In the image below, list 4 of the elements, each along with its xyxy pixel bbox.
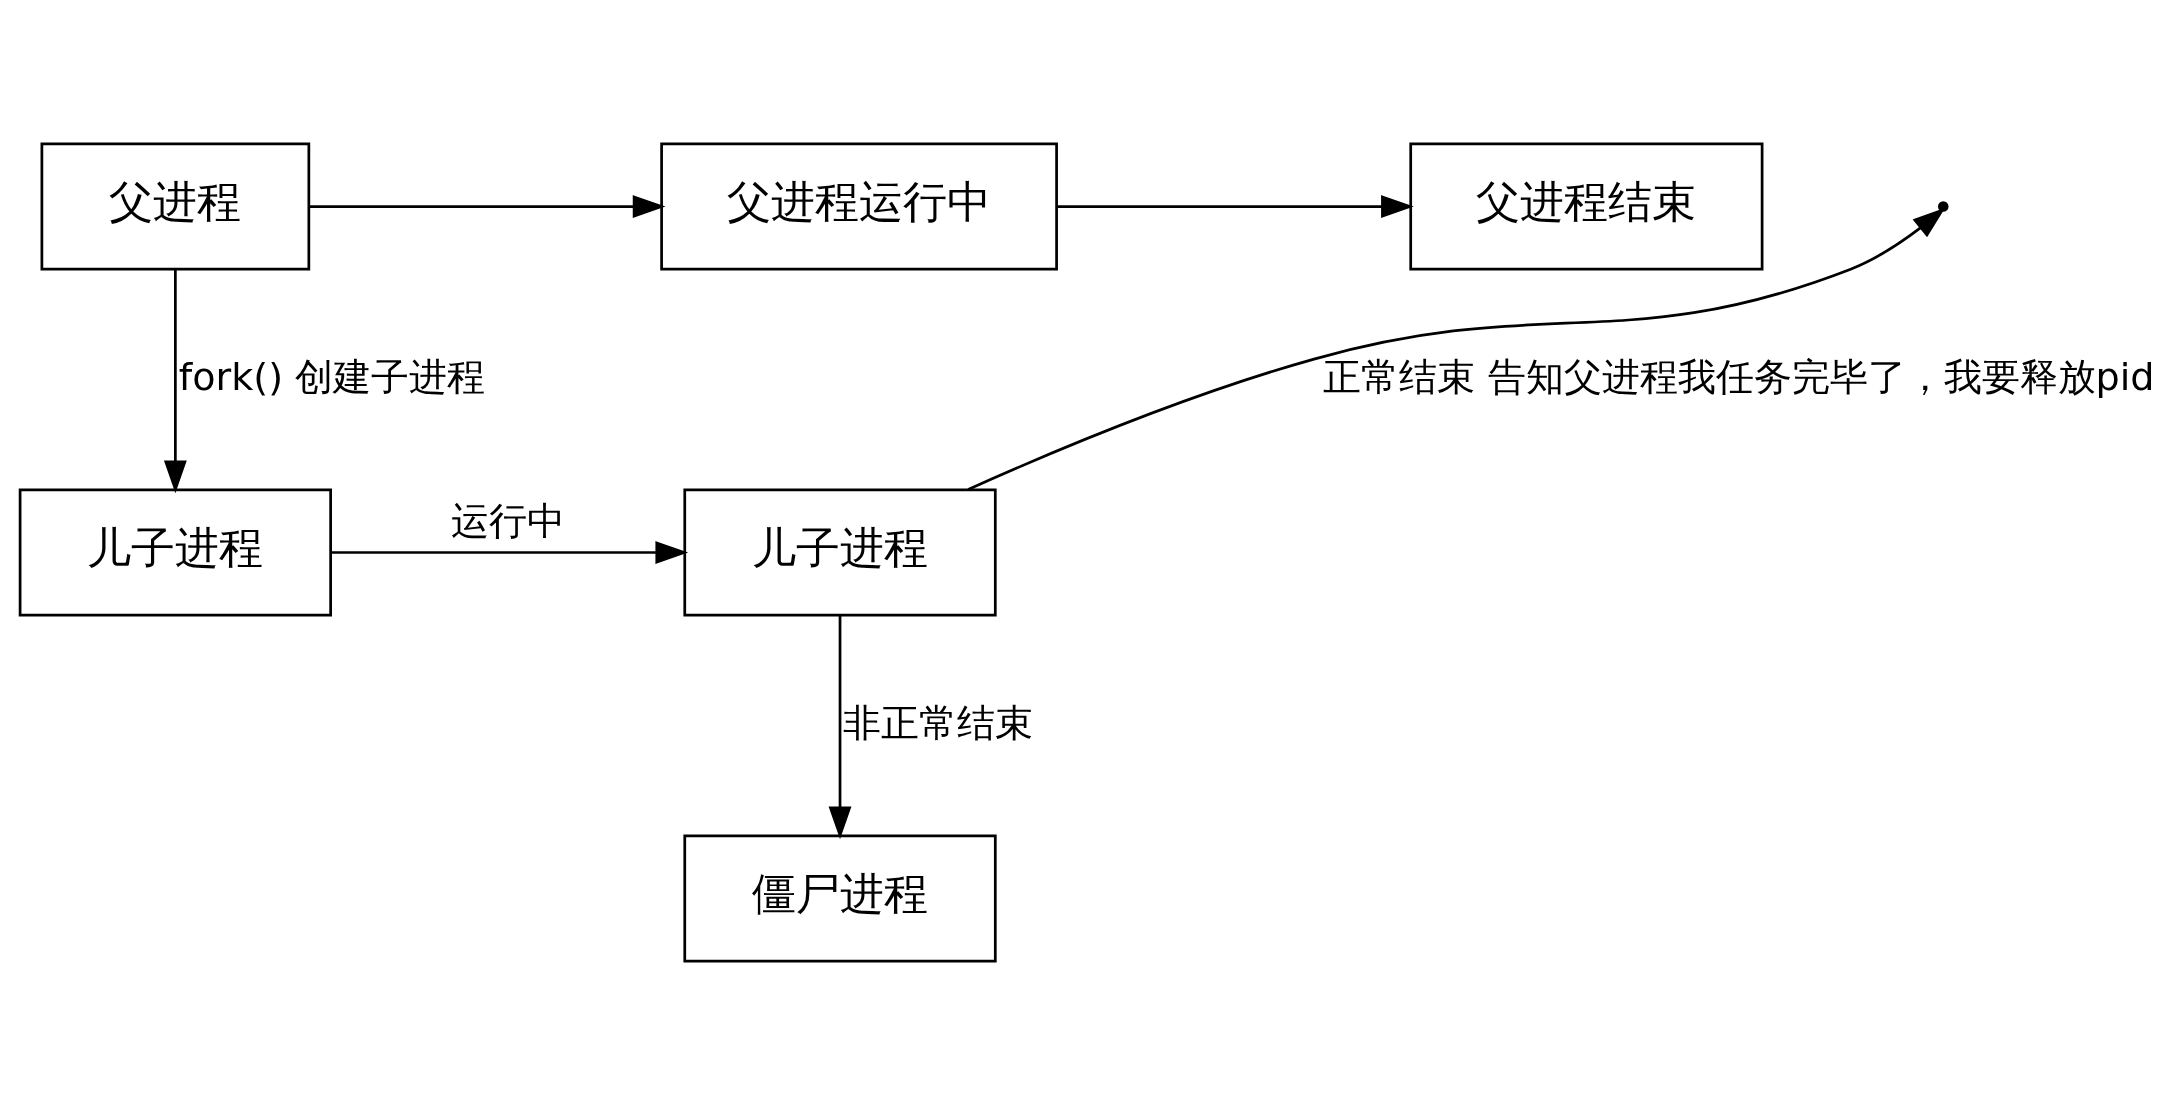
edge-label: 正常结束 告知父进程我任务完毕了，我要释放pid bbox=[1323, 354, 2155, 399]
edge-label: fork() 创建子进程 bbox=[178, 354, 486, 399]
edge-label: 运行中 bbox=[450, 498, 565, 543]
edge-label: 非正常结束 bbox=[843, 700, 1034, 745]
